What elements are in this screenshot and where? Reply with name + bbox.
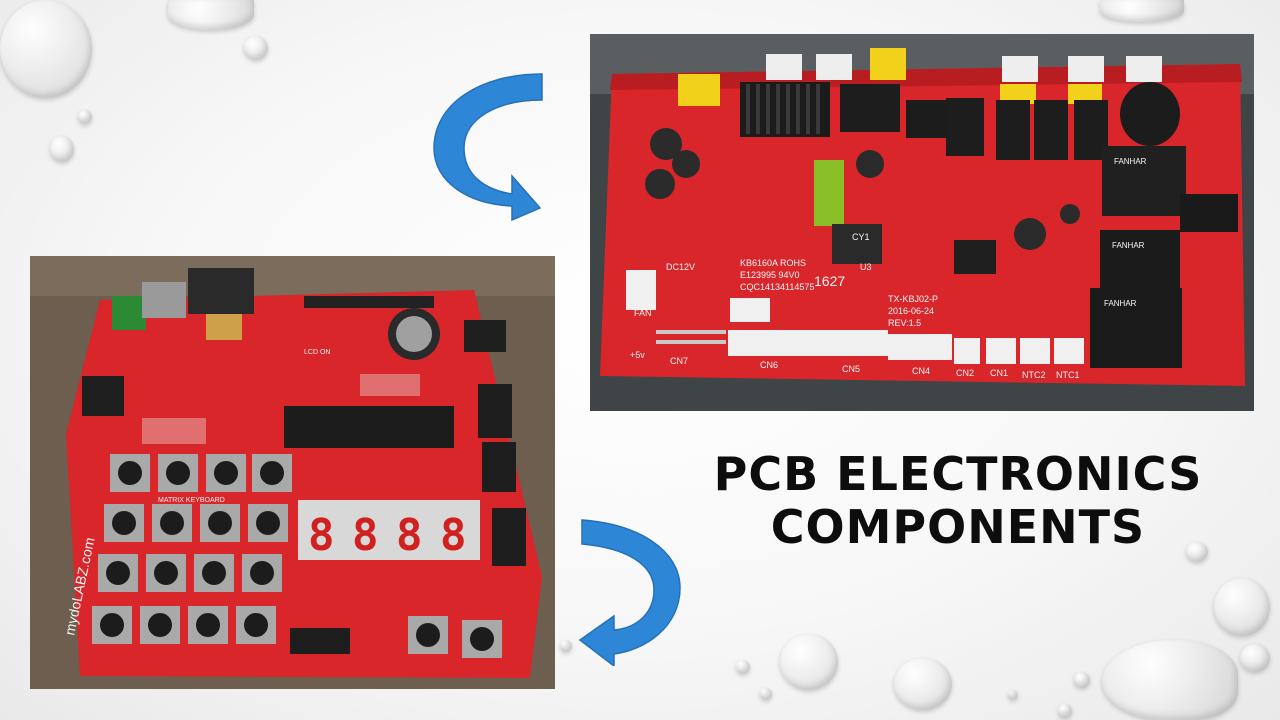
pcb-label-num: 1627 [814,273,845,289]
pcb-label-cy1: CY1 [852,232,870,242]
water-drop [1058,704,1072,718]
water-drop [78,110,92,124]
water-drop [1102,640,1238,720]
svg-text:8: 8 [352,510,379,561]
pcb-label-ntc2: NTC2 [1022,370,1046,380]
pcb-label-cn1: CN1 [990,368,1008,378]
relay-label: FANHAR [1114,157,1147,166]
relay-label: FANHAR [1104,299,1137,308]
pcb-label-cn2: CN2 [956,368,974,378]
pcb-label-plus5v: +5v [630,350,645,360]
pcb-label-part: TX-KBJ02-P [888,294,938,304]
water-drop [0,0,92,98]
water-drop [1214,578,1270,636]
pcb-label-dc12v: DC12V [666,262,695,272]
pcb-label-cert: E123995 94V0 [740,270,800,280]
water-drop [1074,672,1090,688]
pcb-label-keyboard: MATRIX KEYBOARD [158,497,225,504]
slide-title-line1: PCB ELECTRONICS [713,447,1203,501]
relay-label: FANHAR [1112,241,1145,250]
pcb-label-rev: REV:1.5 [888,318,921,328]
svg-text:8: 8 [308,510,335,561]
water-drop [1240,644,1270,672]
curved-arrow-icon [578,519,681,666]
water-drop [780,634,838,690]
pcb-label-cn6: CN6 [760,360,778,370]
pcb-label-fan: FAN [634,308,652,318]
pcb-label-ntc1: NTC1 [1056,370,1080,380]
svg-text:8: 8 [440,510,467,561]
slide-title: PCB ELECTRONICS COMPONENTS [680,448,1236,554]
water-drop [244,36,268,60]
pcb-label-cn5: CN5 [842,364,860,374]
curved-arrow-icon [433,73,543,222]
pcb-label-cn4: CN4 [912,366,930,376]
water-drop [168,0,254,30]
pcb-label-date: 2016-06-24 [888,306,934,316]
water-drop [736,660,750,674]
svg-text:8: 8 [396,510,423,561]
pcb-label-code: CQC14134114575 [740,282,814,292]
pcb-label-model: KB6160A ROHS [740,258,806,268]
water-drop [1100,0,1184,22]
water-drop [1008,690,1018,700]
water-drop [760,688,772,700]
water-drop [894,658,952,710]
pcb-label-cn7: CN7 [670,356,688,366]
water-drop [50,136,74,162]
water-drop [560,640,572,652]
pcb-photo-top: KB6160A ROHS E123995 94V0 CQC14134114575… [590,34,1254,411]
water-drop [1186,542,1208,562]
slide-title-line2: COMPONENTS [770,500,1146,554]
pcb-label-u3: U3 [860,262,872,272]
pcb-label-lcd-on: LCD ON [304,349,330,356]
